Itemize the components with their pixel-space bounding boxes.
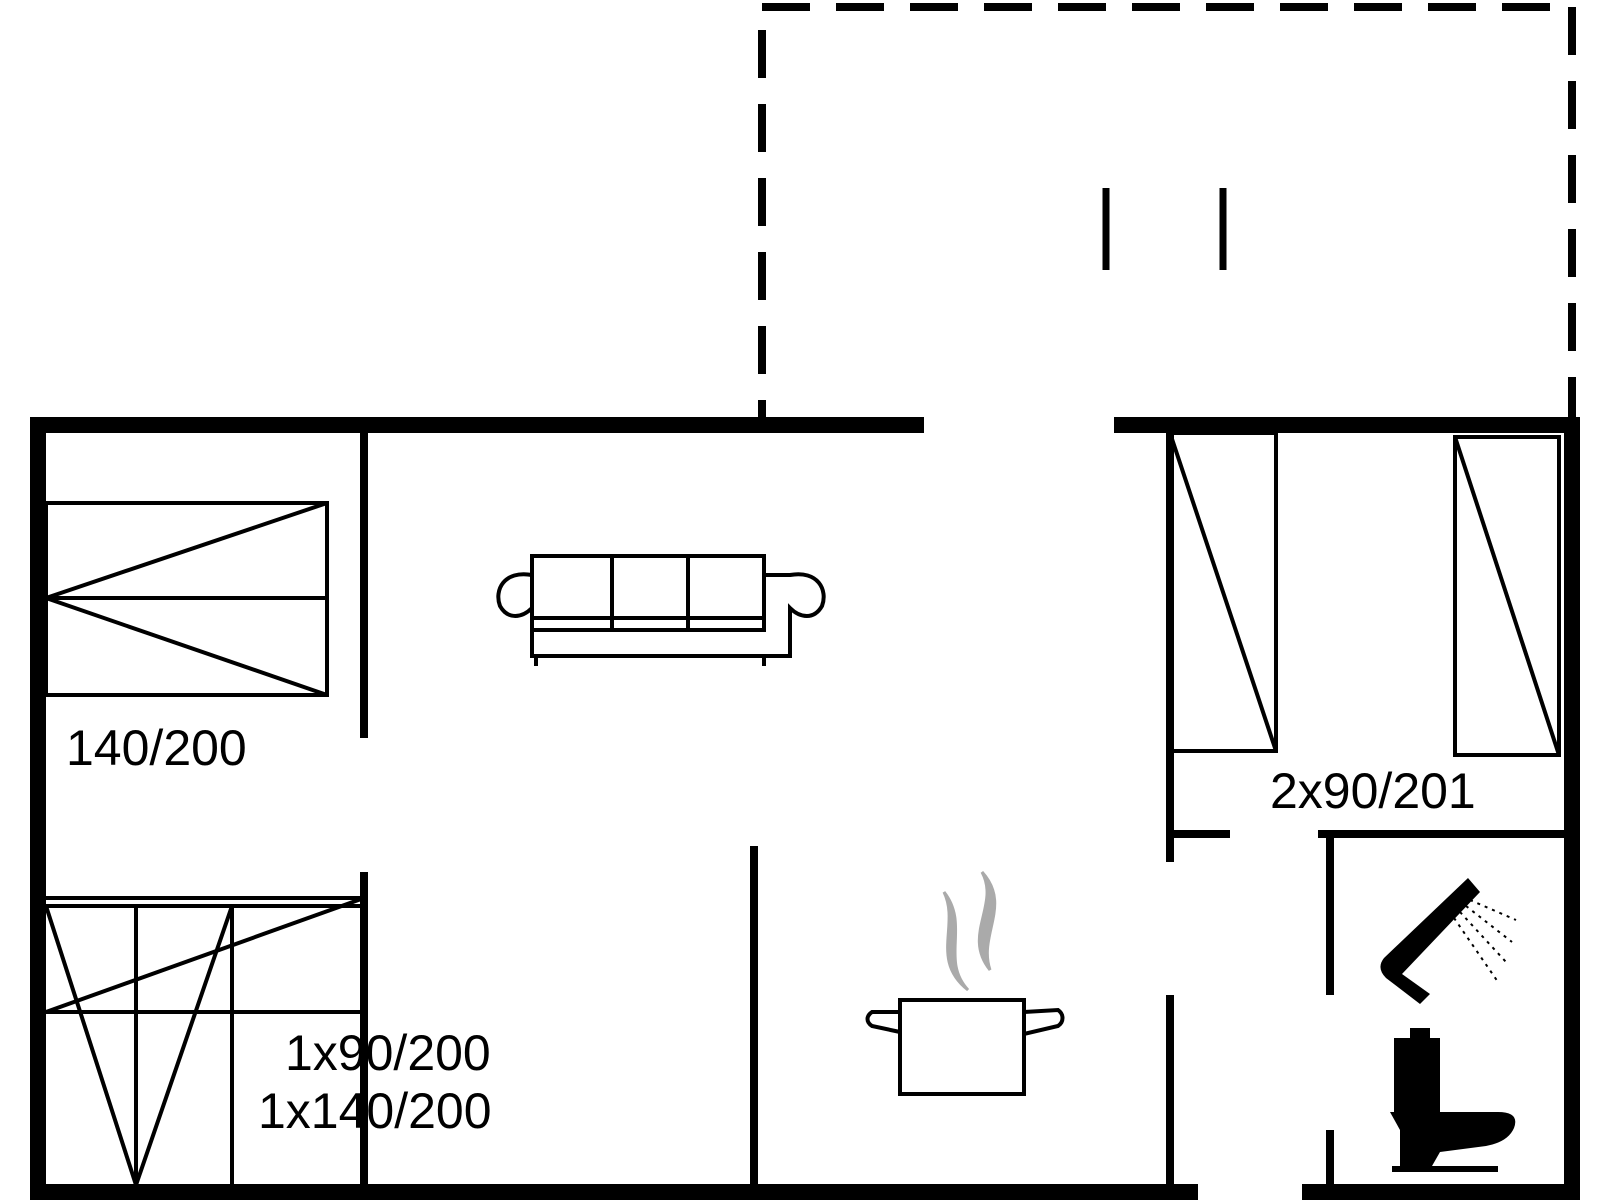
cooking-pot-icon xyxy=(865,870,1065,1096)
exterior-walls xyxy=(30,417,1580,1200)
beds-bottom-left xyxy=(44,896,366,1186)
bed-size-label: 2x90/201 xyxy=(1270,763,1476,819)
toilet-icon xyxy=(1390,1028,1516,1172)
bed-size-label-double: 1x140/200 xyxy=(258,1083,492,1139)
bed-size-label-single: 1x90/200 xyxy=(285,1025,491,1081)
terrace-outline xyxy=(758,3,1576,420)
single-beds-right xyxy=(1168,431,1561,757)
bed-size-label: 140/200 xyxy=(66,720,247,776)
shower-icon xyxy=(1380,878,1517,1004)
double-bed-top-left xyxy=(44,501,329,697)
terrace-posts xyxy=(1102,188,1227,270)
sofa-icon xyxy=(496,554,826,666)
